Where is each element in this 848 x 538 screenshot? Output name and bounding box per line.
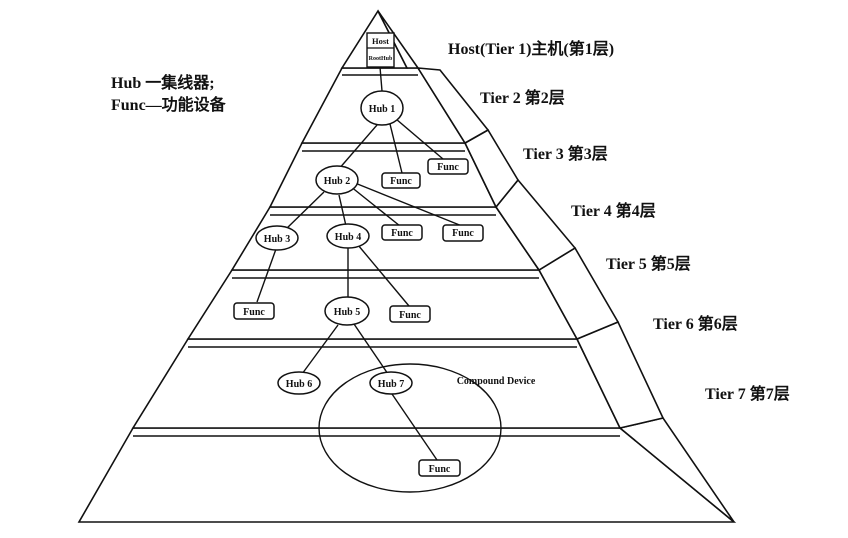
func-box-tier2-b: Func — [427, 158, 469, 175]
connection-lines — [256, 66, 463, 461]
hub-5-node: Hub 5 — [324, 296, 370, 326]
func-box-tier4-a: Func — [233, 302, 275, 320]
tier-6-label: Tier 6 第6层 — [653, 316, 738, 333]
legend-func: Func—功能设备 — [111, 97, 226, 114]
func-box-compound: Func — [418, 459, 461, 477]
hub-3-node: Hub 3 — [255, 225, 299, 251]
svg-text:Hub 5: Hub 5 — [334, 307, 360, 318]
hub-6-node: Hub 6 — [277, 371, 321, 395]
host-roothub-box: Host RootHub — [366, 32, 395, 68]
host-box-label: Host — [372, 36, 389, 46]
func-box-tier3-b: Func — [442, 224, 484, 242]
func-box-tier4-b: Func — [389, 305, 431, 323]
tier-5-slab — [186, 246, 620, 341]
legend-hub: Hub 一集线器; — [111, 75, 215, 92]
svg-text:Hub 4: Hub 4 — [335, 232, 361, 243]
tier-7-label: Tier 7 第7层 — [705, 386, 790, 403]
hub-2-node: Hub 2 — [315, 165, 359, 195]
svg-text:Func: Func — [391, 228, 413, 239]
svg-text:Hub 2: Hub 2 — [324, 176, 350, 187]
svg-text:Func: Func — [243, 307, 265, 318]
compound-device-boundary — [318, 363, 502, 493]
svg-text:Func: Func — [429, 464, 451, 475]
tier-1-label: Host(Tier 1)主机(第1层) — [448, 41, 615, 58]
hub-4-node: Hub 4 — [326, 223, 370, 249]
func-box-tier2-a: Func — [381, 172, 421, 189]
svg-text:Func: Func — [390, 176, 412, 187]
svg-text:Func: Func — [437, 162, 459, 173]
svg-text:Hub 6: Hub 6 — [286, 379, 312, 390]
func-box-tier3-a: Func — [381, 224, 423, 241]
tier-7-slab — [77, 417, 737, 523]
tier-5-label: Tier 5 第5层 — [606, 256, 691, 273]
svg-text:Hub 1: Hub 1 — [369, 104, 395, 115]
hub-1-node: Hub 1 — [360, 90, 404, 126]
tier-3-label: Tier 3 第3层 — [523, 146, 608, 163]
svg-text:Hub 7: Hub 7 — [378, 379, 404, 390]
svg-text:Func: Func — [399, 310, 421, 321]
tier-4-label: Tier 4 第4层 — [571, 203, 656, 220]
compound-device-label: Compound Device — [457, 376, 536, 387]
svg-text:Func: Func — [452, 228, 474, 239]
svg-text:Hub 3: Hub 3 — [264, 234, 290, 245]
roothub-box-label: RootHub — [369, 56, 393, 62]
hub-7-node: Hub 7 — [369, 371, 413, 395]
tier-2-label: Tier 2 第2层 — [480, 90, 565, 107]
